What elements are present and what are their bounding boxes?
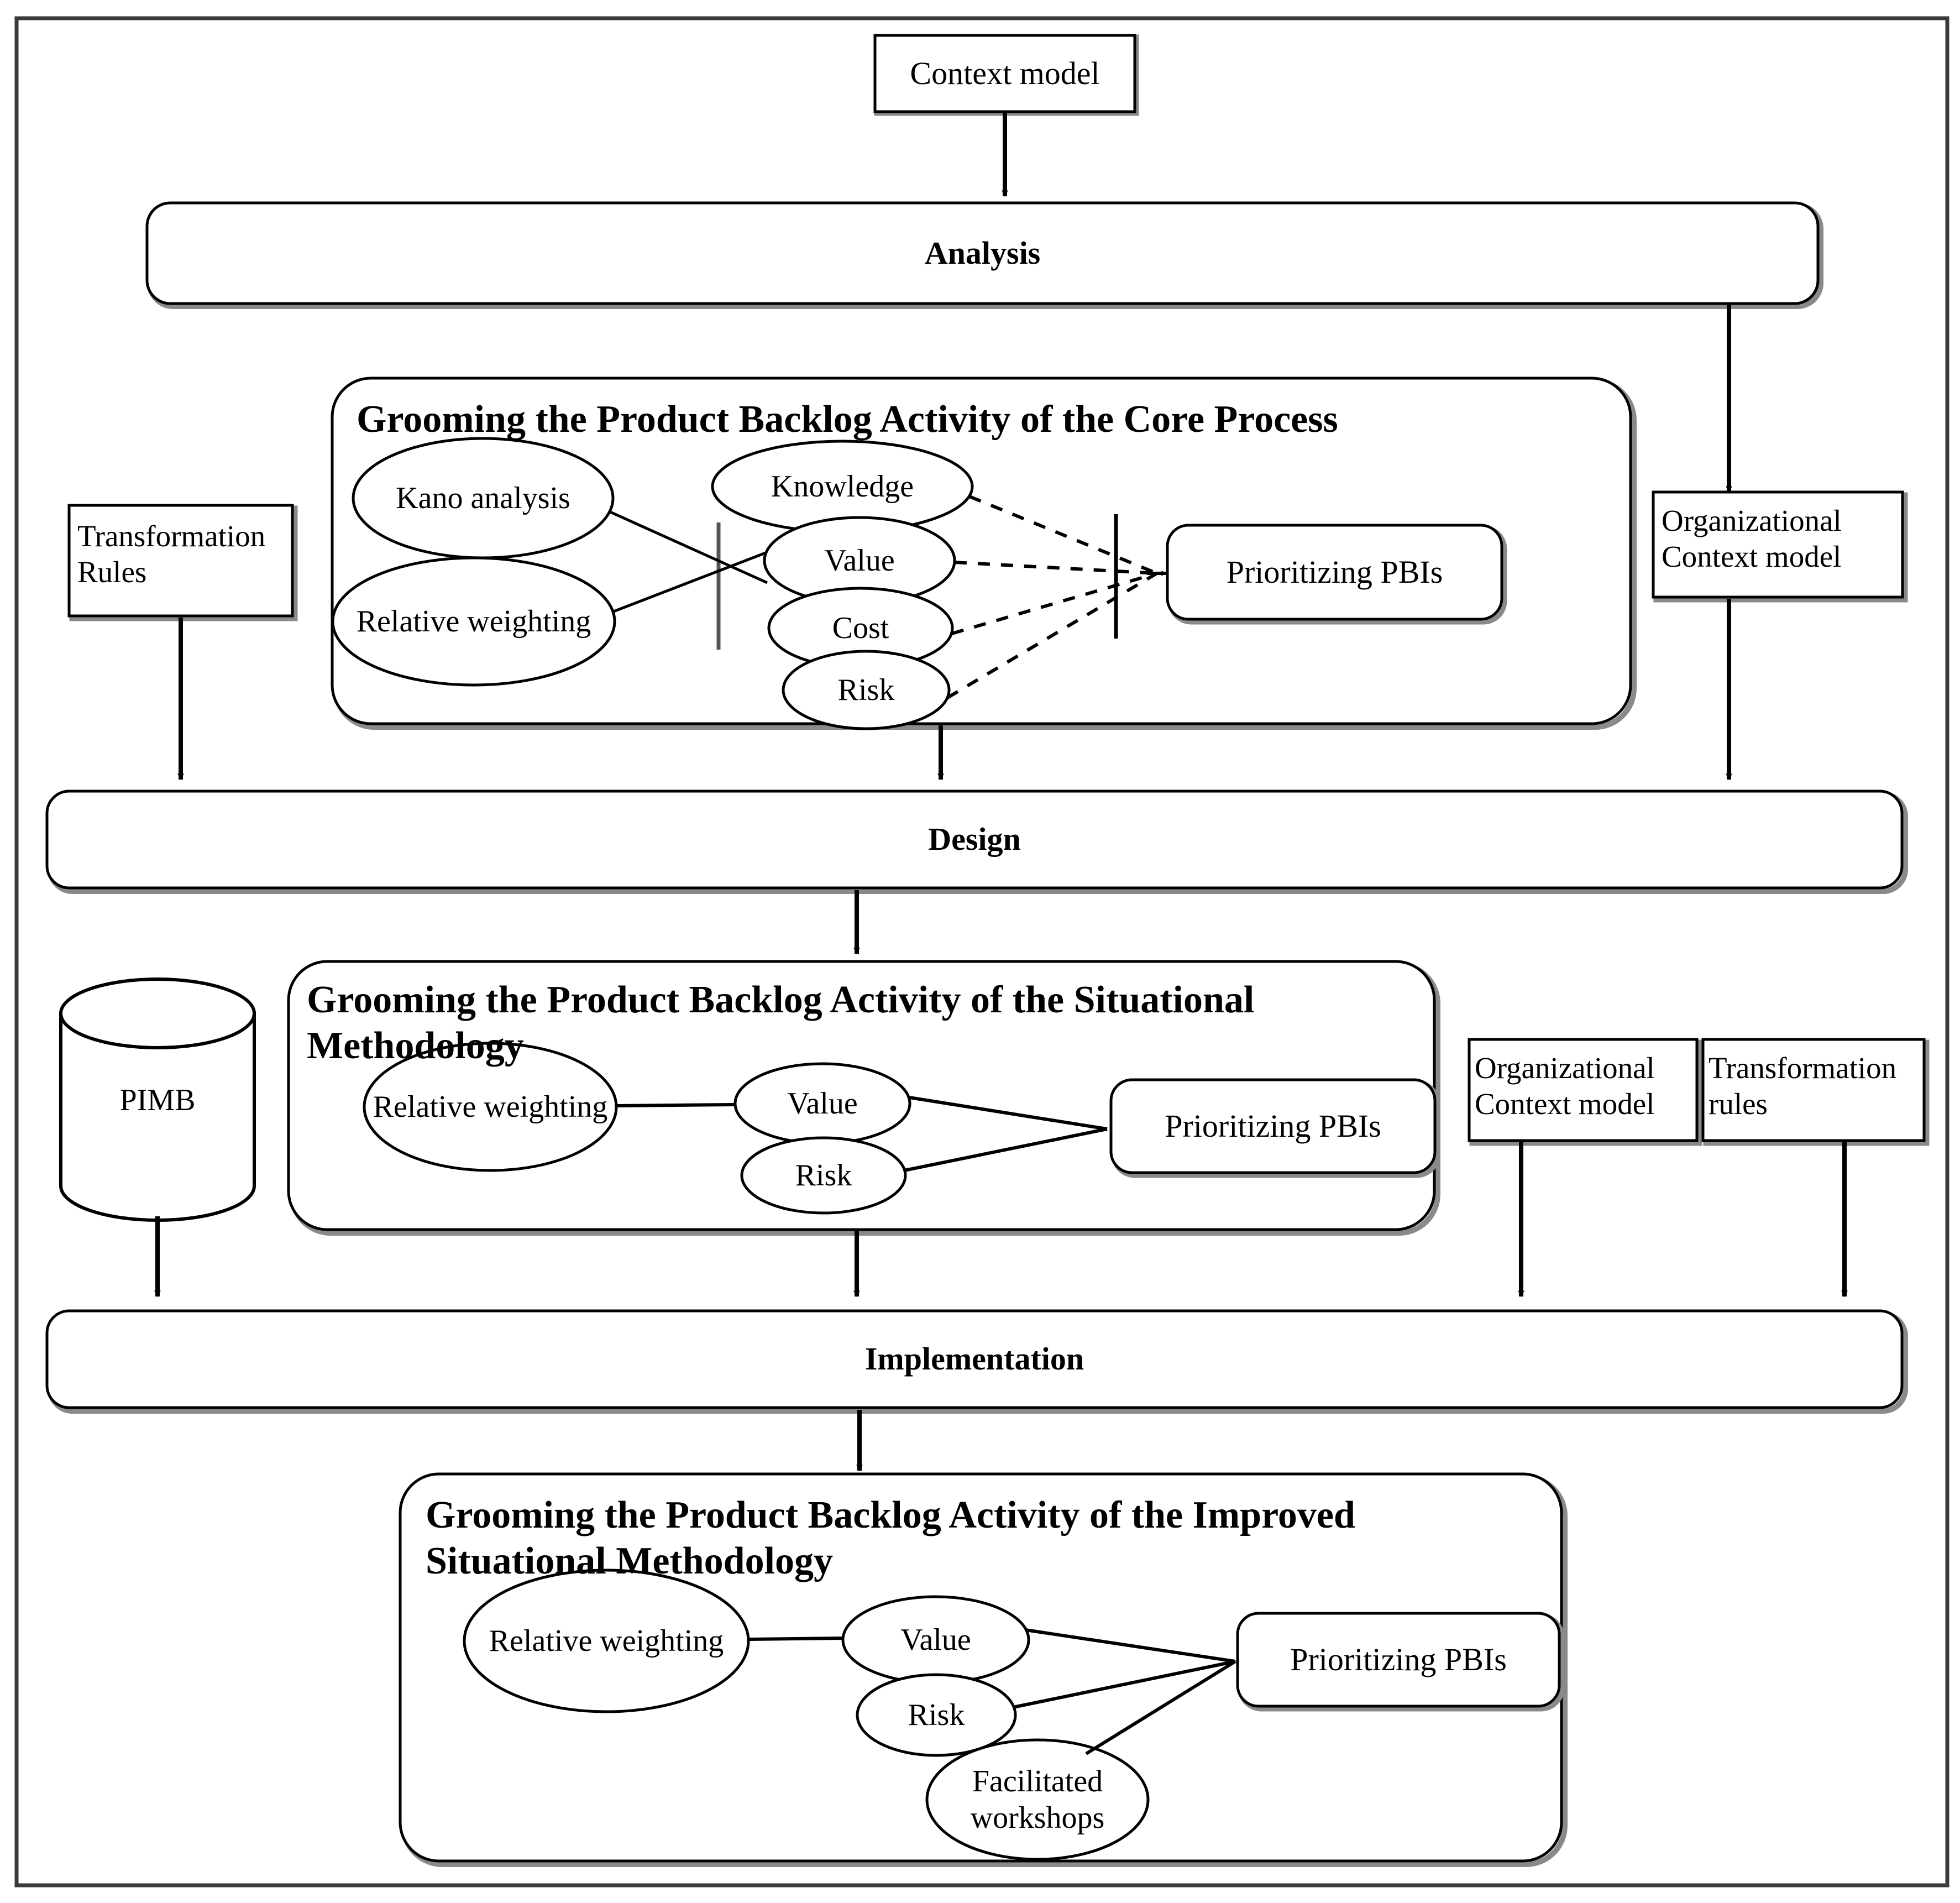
transformation-rules-left-shape [67, 504, 298, 621]
transformation-rules-mid-label: Transformation rules [1709, 1051, 1904, 1121]
pimb-label: PIMB [119, 1083, 196, 1117]
edge-risk-to-pbis-imp [1013, 1660, 1236, 1709]
relative-weighting-core-label: Relative weighting [356, 604, 591, 639]
pimb-cylinder-shape [59, 977, 256, 1222]
ellipse-facilitated-workshops [925, 1738, 1150, 1861]
risk-core-label: Risk [837, 672, 895, 707]
edge-value-to-pbis-imp [1025, 1628, 1236, 1663]
analysis-bar-shape [145, 201, 1823, 309]
edge-value-to-pbis-sit [909, 1096, 1108, 1131]
transformation-rules-left-label: Transformation Rules [77, 519, 273, 589]
value-core-label: Value [824, 543, 895, 578]
analysis-bar-label: Analysis [924, 234, 1041, 271]
edge-kano-to-bar [609, 510, 768, 584]
ellipse-relative-weighting-imp [463, 1569, 750, 1713]
transformation-rules-mid-shape [1701, 1038, 1930, 1146]
cost-label: Cost [832, 610, 889, 645]
knowledge-label: Knowledge [771, 469, 914, 504]
implementation-bar-shape [45, 1309, 1908, 1414]
value-sit-label: Value [787, 1086, 858, 1121]
prioritizing-pbis-sit-label: Prioritizing PBIs [1165, 1107, 1381, 1144]
ellipse-risk-imp [856, 1673, 1017, 1757]
design-bar-shape [45, 790, 1908, 894]
edge-workshops-to-pbis-imp [1085, 1660, 1236, 1755]
core-process-box-shape [331, 377, 1637, 730]
core-dashed-fan [946, 495, 1158, 699]
edge-risk-to-pbis-sit [904, 1127, 1108, 1172]
risk-imp-label: Risk [908, 1697, 965, 1732]
ellipse-risk-core [782, 650, 951, 730]
design-bar-label: Design [928, 821, 1021, 858]
edge-relweight-to-value-imp [748, 1637, 845, 1641]
prioritizing-pbis-imp-shape [1236, 1612, 1565, 1712]
org-context-mid-shape [1468, 1038, 1702, 1146]
facilitated-workshops-label: Facilitated workshops [970, 1764, 1111, 1835]
context-model-label: Context model [910, 55, 1100, 91]
edge-relweight-to-value-sit [615, 1103, 735, 1107]
kano-analysis-label: Kano analysis [396, 480, 570, 515]
prioritizing-pbis-core-label: Prioritizing PBIs [1226, 553, 1443, 590]
relative-weighting-sit-label: Relative weighting [373, 1089, 608, 1124]
edge-relweight-to-bar [613, 551, 766, 613]
improved-title: Grooming the Product Backlog Activity of… [426, 1494, 1365, 1582]
relative-weighting-imp-label: Relative weighting [489, 1623, 724, 1658]
prioritizing-pbis-imp-label: Prioritizing PBIs [1290, 1641, 1507, 1677]
org-context-right-shape [1652, 490, 1908, 603]
implementation-bar-label: Implementation [864, 1341, 1084, 1377]
ellipse-relative-weighting-core [331, 556, 616, 687]
prioritizing-pbis-sit-shape [1109, 1078, 1440, 1178]
prioritizing-pbis-core-shape [1166, 524, 1507, 625]
org-context-mid-label: Organizational Context model [1475, 1051, 1663, 1121]
outer-frame [14, 16, 1949, 1888]
situational-title: Grooming the Product Backlog Activity of… [307, 979, 1264, 1067]
org-context-right-label: Organizational Context model [1662, 504, 1849, 573]
risk-sit-label: Risk [795, 1158, 852, 1193]
core-process-title: Grooming the Product Backlog Activity of… [357, 398, 1338, 441]
value-imp-label: Value [900, 1622, 971, 1657]
ellipse-risk-sit [740, 1136, 907, 1215]
